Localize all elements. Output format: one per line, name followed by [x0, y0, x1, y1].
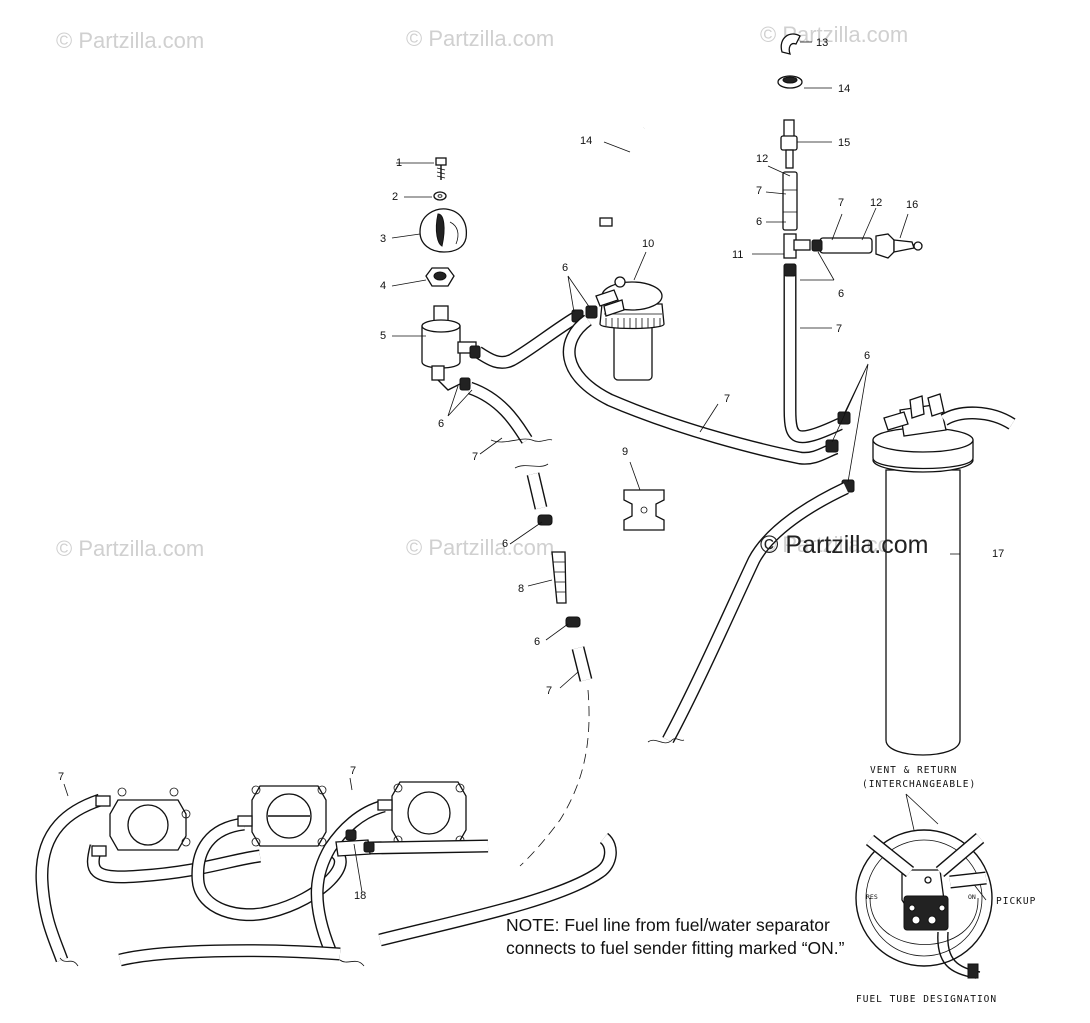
fitting-6-lower: [565, 616, 581, 628]
watermark: © Partzilla.com: [760, 532, 909, 557]
hose-separator-down: [467, 381, 553, 510]
washer-2: [433, 191, 447, 201]
callout-7: 7: [58, 771, 65, 783]
carburetor-center: [251, 785, 327, 847]
callout-8: 8: [518, 583, 525, 595]
fuel-filter-10: [595, 276, 665, 381]
hose-horizontal-12: [811, 237, 873, 254]
hose-valve-to-separator: [474, 312, 579, 369]
callout-2: 2: [392, 191, 399, 203]
carburetor-right: [391, 781, 467, 845]
hose-separator-to-tank: [562, 314, 839, 465]
callout-10: 10: [642, 238, 655, 250]
callout-13: 13: [816, 37, 829, 49]
callout-9: 9: [622, 446, 629, 458]
connector-8: [551, 551, 567, 604]
inset-pickup-label: PICKUP: [996, 896, 1037, 907]
inset-vent-label: VENT & RETURN: [870, 765, 958, 776]
callout-6: 6: [864, 350, 871, 362]
callout-7: 7: [756, 185, 763, 197]
center-watermark: © Partzilla.com: [760, 531, 929, 559]
nut-4: [425, 267, 455, 287]
callout-3: 3: [380, 233, 387, 245]
callout-6: 6: [502, 538, 509, 550]
callout-7: 7: [546, 685, 553, 697]
clip-14: [777, 75, 803, 89]
hose-lower-segment: [519, 646, 593, 867]
tee-11: [783, 233, 811, 259]
callout-18: 18: [354, 890, 367, 902]
inset-vent-sublabel: (INTERCHANGEABLE): [862, 779, 977, 790]
strap-14: [599, 126, 649, 227]
inset-designation-label: FUEL TUBE DESIGNATION: [856, 994, 998, 1005]
callout-7: 7: [838, 197, 845, 209]
callout-7: 7: [836, 323, 843, 335]
hose-short-12: [782, 171, 798, 231]
callout-12: 12: [870, 197, 883, 209]
inset-fuel-tube: [855, 829, 993, 979]
hose-tank-to-carbs: [647, 482, 849, 744]
check-valve-15: [780, 119, 798, 169]
callout-5: 5: [380, 330, 387, 342]
callout-16: 16: [906, 199, 919, 211]
inset-res-label: RES: [866, 893, 878, 901]
watermark: © Partzilla.com: [56, 536, 205, 561]
callout-17: 17: [992, 548, 1005, 560]
callout-4: 4: [380, 280, 387, 292]
callout-6: 6: [562, 262, 569, 274]
watermark: © Partzilla.com: [406, 535, 555, 560]
valve-5: [421, 305, 477, 391]
callout-15: 15: [838, 137, 851, 149]
fittings-6-valve: [459, 305, 598, 391]
cap-13: [780, 33, 801, 55]
callout-11: 11: [732, 249, 744, 261]
callout-1: 1: [396, 157, 403, 169]
callout-7: 7: [350, 765, 357, 777]
callout-6: 6: [838, 288, 845, 300]
fuel-tank-17: [872, 393, 974, 756]
callout-7: 7: [724, 393, 731, 405]
bracket-9: [623, 489, 665, 531]
callout-7: 7: [472, 451, 479, 463]
callout-6: 6: [756, 216, 763, 228]
screw-1: [435, 157, 447, 180]
watermark: © Partzilla.com: [56, 28, 205, 53]
carburetor-left: [109, 787, 191, 851]
callout-12: 12: [756, 153, 769, 165]
callout-14: 14: [838, 83, 851, 95]
fuel-line-note: NOTE: Fuel line from fuel/water separato…: [506, 915, 845, 958]
hose-tank-pickup-right: [940, 406, 1016, 430]
hose-vertical-to-tank: [783, 263, 843, 444]
callout-6: 6: [534, 636, 541, 648]
watermark: © Partzilla.com: [406, 26, 555, 51]
hoses-carburetors: [35, 793, 617, 967]
inset-on-label: ON: [968, 893, 976, 901]
fitting-16: [875, 233, 923, 259]
callout-6: 6: [438, 418, 445, 430]
knob-3: [419, 208, 468, 253]
leader-lines: [63, 41, 987, 901]
callout-14: 14: [580, 135, 593, 147]
